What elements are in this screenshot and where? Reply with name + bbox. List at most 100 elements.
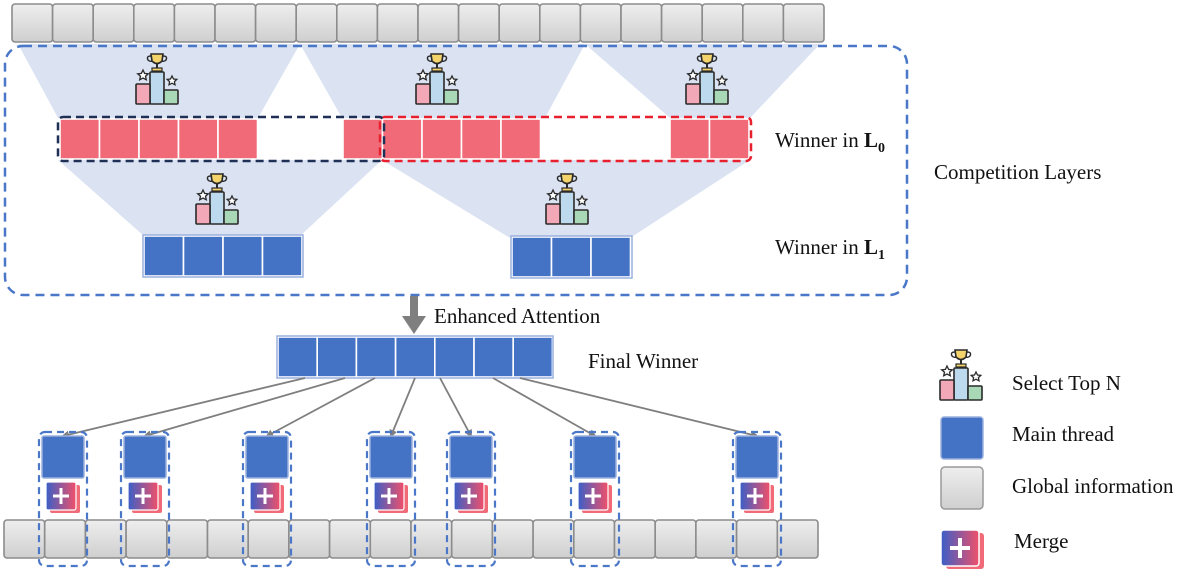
winner-l0-token — [460, 118, 502, 160]
global-information-token — [43, 519, 87, 559]
connector-arrow — [389, 377, 416, 438]
winner-l1-token — [222, 235, 264, 277]
winner-l1-group-border — [510, 235, 633, 279]
winner-l0-token — [500, 118, 542, 160]
global-information-token — [254, 3, 298, 43]
main-thread-token — [735, 435, 779, 479]
global-information-token — [51, 3, 94, 43]
legend-main-thread: Main thread — [1012, 422, 1115, 446]
podium-trophy-icon — [939, 349, 983, 401]
winner-l1-token — [550, 236, 592, 278]
winner-l0-token — [381, 118, 423, 160]
merge-plus-icon — [739, 481, 774, 513]
main-thread-token — [369, 435, 413, 479]
final-winner-token — [394, 336, 436, 378]
global-information-token — [214, 3, 257, 43]
main-thread-token — [573, 435, 617, 479]
global-information-token — [295, 3, 338, 43]
global-information-token — [376, 3, 419, 43]
thread-column-box — [731, 430, 783, 568]
main-thread-token — [245, 435, 289, 479]
merge-plus-icon — [373, 481, 408, 513]
connector-arrow — [143, 377, 346, 439]
merge-plus-icon — [127, 481, 162, 513]
winner-l1-token — [590, 236, 632, 278]
global-information-token — [498, 3, 541, 43]
winner-l0-token — [342, 118, 384, 160]
competition-layers-label: Competition Layers — [934, 160, 1101, 184]
final-winner-token — [433, 336, 475, 378]
enhanced-attention-label: Enhanced Attention — [434, 304, 601, 328]
merge-plus-icon — [249, 481, 284, 513]
global-information-token — [125, 519, 168, 559]
legend-main-thread-swatch — [940, 416, 984, 460]
l0-group-navy-box — [56, 115, 386, 163]
global-information-bar-top — [11, 3, 825, 43]
winner-l1-token — [143, 235, 185, 277]
global-information-token — [735, 519, 779, 559]
final-winner-token — [473, 336, 515, 378]
global-information-token — [173, 3, 216, 43]
global-information-token — [369, 519, 412, 559]
final-winner-token — [316, 336, 358, 378]
final-winner-token — [512, 336, 554, 378]
connector-arrow — [265, 377, 376, 437]
global-information-token — [166, 519, 209, 559]
global-information-token — [288, 519, 331, 559]
enhanced-attention-arrow — [402, 296, 426, 334]
main-thread-token — [41, 435, 85, 479]
global-information-token — [620, 3, 663, 43]
thread-column-box — [569, 430, 621, 568]
winner-l0-token — [138, 118, 180, 160]
winner-l0-label: Winner in L0 — [775, 128, 885, 156]
thread-connectors — [61, 377, 759, 439]
global-information-token — [457, 3, 501, 43]
winner-l1-label: Winner in L1 — [775, 235, 885, 263]
thread-column-box — [241, 430, 293, 568]
merge-plus-icon — [45, 481, 80, 513]
final-winner-token — [355, 336, 397, 378]
global-information-token — [133, 3, 176, 43]
connector-arrow — [519, 377, 759, 439]
competition-layers-box — [3, 44, 909, 297]
connector-arrow — [439, 377, 472, 438]
winner-l0-token — [421, 118, 463, 160]
main-thread-token — [123, 435, 167, 479]
global-information-token — [417, 3, 460, 43]
global-information-token — [782, 3, 825, 43]
winner-l1-token — [511, 236, 553, 278]
winner-l0-tokens — [59, 118, 750, 160]
global-information-token — [572, 519, 616, 559]
global-information-token — [247, 519, 290, 559]
global-information-token — [532, 519, 575, 559]
global-information-token — [335, 3, 379, 43]
final-winner-token — [277, 336, 319, 378]
global-information-token — [538, 3, 582, 43]
thread-column-box — [119, 430, 171, 568]
l0-group-red-box — [378, 115, 753, 163]
connector-arrow — [61, 377, 306, 439]
winner-l1-token — [261, 235, 303, 277]
legend-global-information: Global information — [1012, 474, 1174, 498]
global-information-token — [613, 519, 657, 559]
global-information-token — [92, 3, 135, 43]
global-information-token — [741, 3, 785, 43]
global-information-token — [660, 3, 703, 43]
winner-l1-group-border — [142, 234, 304, 278]
legend-merge: Merge — [1014, 529, 1068, 553]
thread-column-box — [445, 430, 497, 568]
thread-column-box — [37, 430, 89, 568]
legend: Select Top N Main thread Global informat… — [939, 349, 1174, 569]
winner-l0-token — [59, 118, 101, 160]
winner-l1-tokens — [142, 234, 633, 279]
connector-arrow — [492, 377, 597, 437]
main-thread-columns — [37, 430, 783, 568]
global-information-bar-bottom — [3, 519, 819, 559]
winner-l0-token — [98, 118, 140, 160]
thread-column-box — [365, 430, 417, 568]
winner-l1-token — [182, 235, 224, 277]
global-information-token — [695, 519, 738, 559]
final-winner-tokens — [276, 335, 554, 379]
